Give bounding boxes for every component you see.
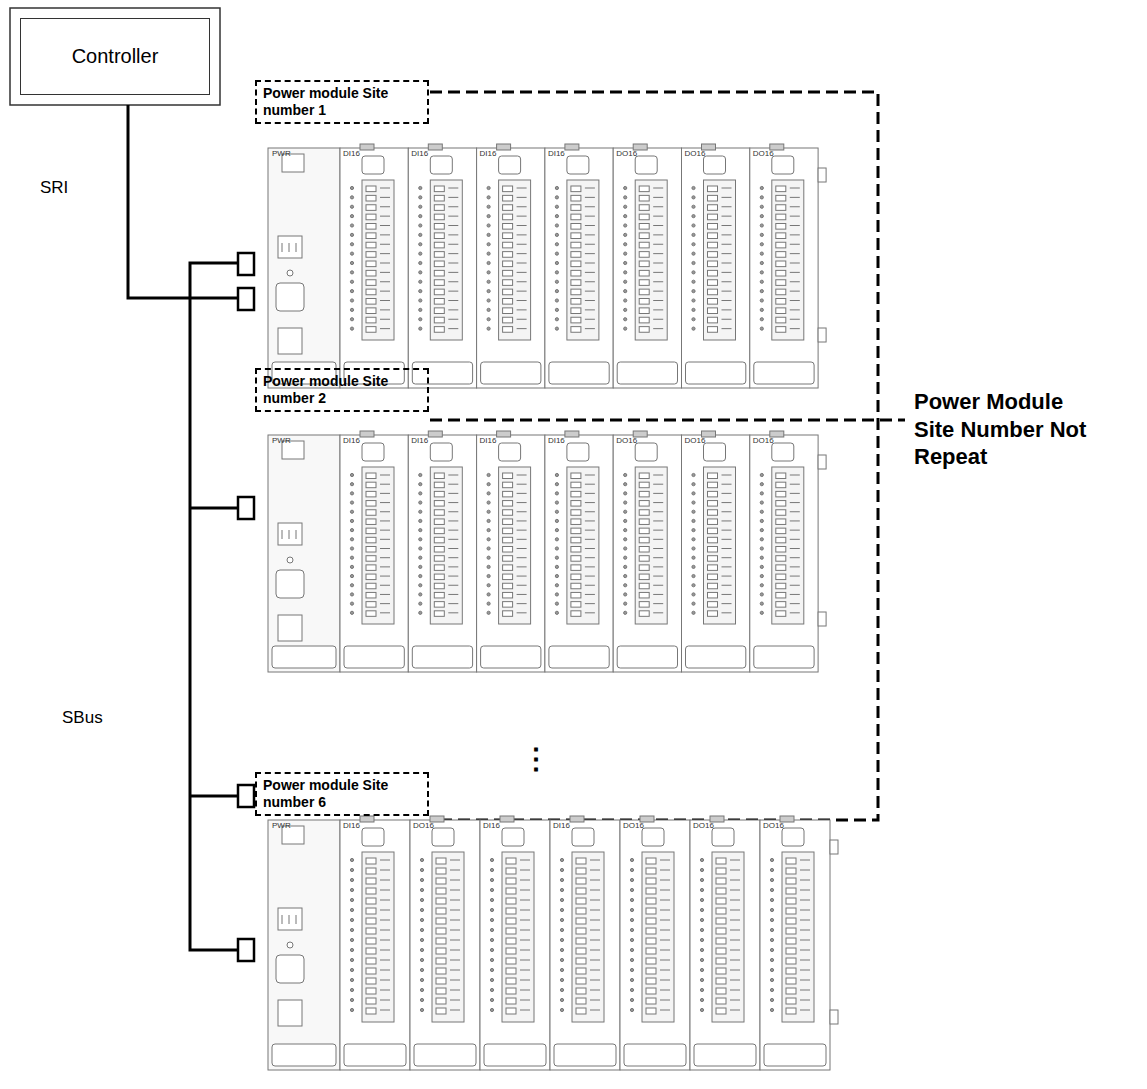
node-text: Controller <box>72 45 159 68</box>
module-name: DI16 <box>343 149 360 158</box>
module-name: DO16 <box>413 821 434 830</box>
io-rack <box>268 816 838 1070</box>
site-number-box: Power module Site number 6 <box>255 772 429 816</box>
module-name: DI16 <box>548 436 565 445</box>
continuation-dots: ⋮ <box>522 742 550 775</box>
module-name: DO16 <box>623 821 644 830</box>
site-leaders <box>430 92 905 820</box>
io-rack <box>268 144 826 388</box>
module-name: DO16 <box>693 821 714 830</box>
module-name: DI16 <box>483 821 500 830</box>
note-text: Power Module Site Number Not Repeat <box>914 388 1094 471</box>
io-rack <box>268 431 826 672</box>
node-text: Power module Site number 6 <box>263 777 421 811</box>
bus-connectors <box>238 253 254 961</box>
module-name: DO16 <box>616 436 637 445</box>
site-number-box: Power module Site number 1 <box>255 80 429 124</box>
bus-name: SBus <box>62 708 103 728</box>
site-number-box: Power module Site number 2 <box>255 368 429 412</box>
node-text: Power module Site number 2 <box>263 373 421 407</box>
bus-wires <box>128 105 238 950</box>
module-name: DO16 <box>685 436 706 445</box>
module-name: DI16 <box>343 821 360 830</box>
module-name: DO16 <box>685 149 706 158</box>
controller-box: Controller <box>20 18 210 95</box>
module-name: DI16 <box>553 821 570 830</box>
module-name: DO16 <box>616 149 637 158</box>
controller-frame <box>10 8 220 105</box>
module-name: DI16 <box>411 149 428 158</box>
module-name: DO16 <box>763 821 784 830</box>
module-name: DI16 <box>480 436 497 445</box>
node-text: Power module Site number 1 <box>263 85 421 119</box>
signal-name: SRI <box>40 178 68 198</box>
module-name: DI16 <box>480 149 497 158</box>
module-name: DI16 <box>343 436 360 445</box>
module-name: DO16 <box>753 436 774 445</box>
module-name: PWR <box>272 821 291 830</box>
module-name: PWR <box>272 436 291 445</box>
module-name: PWR <box>272 149 291 158</box>
module-name: DO16 <box>753 149 774 158</box>
module-name: DI16 <box>548 149 565 158</box>
module-name: DI16 <box>411 436 428 445</box>
